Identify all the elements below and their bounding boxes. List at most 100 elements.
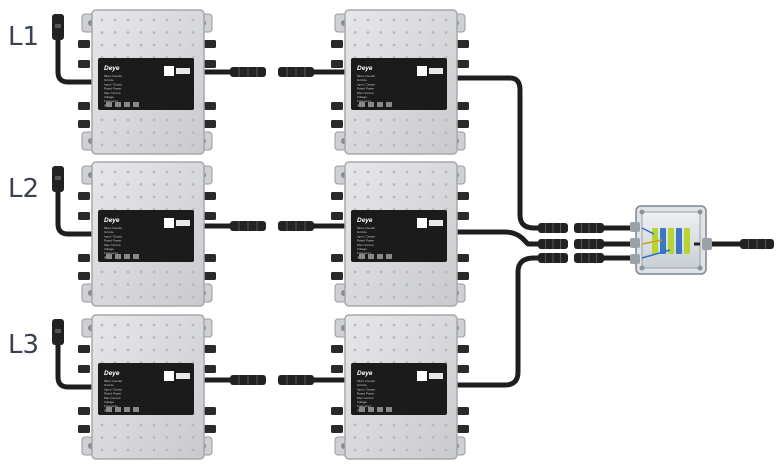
surface-dot [152, 423, 156, 427]
spec-line: Input / Output [357, 387, 375, 391]
spec-line: Voltage [104, 400, 114, 404]
surface-dot [379, 348, 383, 352]
internal-wire [641, 249, 671, 259]
surface-dot [178, 295, 182, 299]
surface-dot [353, 170, 357, 174]
surface-dot [100, 295, 104, 299]
spec-line: Voltage [104, 95, 114, 99]
spec-line: Input / Output [357, 234, 375, 238]
dc-input-cable [55, 332, 95, 390]
spec-line: Micro Inverter [357, 226, 375, 230]
surface-dot [126, 270, 130, 274]
surface-dot [418, 143, 422, 147]
spec-line: Frequency [104, 99, 119, 103]
surface-dot [379, 43, 383, 47]
surface-dot [418, 270, 422, 274]
spec-line: Grid-tie [104, 78, 114, 82]
surface-dot [139, 336, 143, 339]
surface-dot [113, 183, 117, 186]
side-connector [457, 345, 469, 353]
side-connector [331, 60, 343, 68]
serial-sticker [429, 68, 443, 74]
dc-plug-band [55, 24, 61, 28]
harness-mc4-right-icon [574, 239, 604, 249]
surface-dot [152, 295, 156, 299]
surface-dot [366, 323, 370, 327]
side-connector [204, 425, 216, 433]
surface-dot [126, 183, 130, 186]
screw-icon [697, 209, 703, 215]
surface-dot [353, 183, 357, 186]
side-connector [331, 365, 343, 373]
surface-dot [392, 183, 396, 186]
surface-dot [178, 31, 182, 34]
side-connector [331, 272, 343, 280]
surface-dot [379, 336, 383, 339]
surface-dot [366, 348, 370, 352]
side-connector [78, 365, 90, 373]
surface-dot [139, 131, 143, 134]
surface-dot [113, 18, 117, 22]
surface-dot [379, 118, 383, 122]
spec-line: Rated Power [104, 392, 121, 396]
side-connector [457, 102, 469, 110]
surface-dot [379, 131, 383, 134]
dc-plug-band [55, 329, 61, 333]
surface-dot [379, 448, 383, 452]
surface-dot [178, 336, 182, 339]
surface-dot [392, 348, 396, 352]
surface-dot [100, 143, 104, 147]
serial-sticker [429, 373, 443, 379]
surface-dot [444, 348, 448, 352]
surface-dot [353, 448, 357, 452]
surface-dot [139, 423, 143, 427]
side-connector [457, 272, 469, 280]
side-connector [78, 120, 90, 128]
surface-dot [113, 195, 117, 199]
surface-dot [353, 348, 357, 352]
harness-mc4-right-icon [574, 223, 604, 233]
spec-line: Frequency [104, 251, 119, 255]
surface-dot [139, 18, 143, 22]
cert-mark-icon [133, 254, 139, 259]
surface-dot [165, 295, 169, 299]
cert-mark-icon [386, 102, 392, 107]
surface-dot [100, 348, 104, 352]
side-connector [204, 120, 216, 128]
surface-dot [152, 323, 156, 327]
surface-dot [444, 143, 448, 147]
surface-dot [191, 270, 195, 274]
surface-dot [113, 436, 117, 439]
cert-mark-icon [377, 254, 383, 259]
surface-dot [178, 118, 182, 122]
surface-dot [444, 336, 448, 339]
surface-dot [191, 295, 195, 299]
side-connector [457, 120, 469, 128]
surface-dot [431, 18, 435, 22]
surface-dot [152, 18, 156, 22]
surface-dot [191, 143, 195, 147]
cert-mark-icon [133, 407, 139, 412]
spec-line: Frequency [357, 99, 372, 103]
side-connector [457, 192, 469, 200]
surface-dot [100, 270, 104, 274]
dc-plug-icon [52, 166, 64, 192]
surface-dot [165, 336, 169, 339]
surface-dot [152, 143, 156, 147]
cert-mark-icon [386, 407, 392, 412]
surface-dot [405, 31, 409, 34]
surface-dot [139, 195, 143, 199]
serial-sticker [176, 373, 190, 379]
spec-line: Rated Power [104, 87, 121, 91]
surface-dot [126, 31, 130, 34]
surface-dot [191, 448, 195, 452]
surface-dot [353, 423, 357, 427]
side-connector [204, 192, 216, 200]
surface-dot [431, 195, 435, 199]
surface-dot [126, 323, 130, 327]
surface-dot [444, 270, 448, 274]
serial-sticker [429, 220, 443, 226]
surface-dot [139, 270, 143, 274]
